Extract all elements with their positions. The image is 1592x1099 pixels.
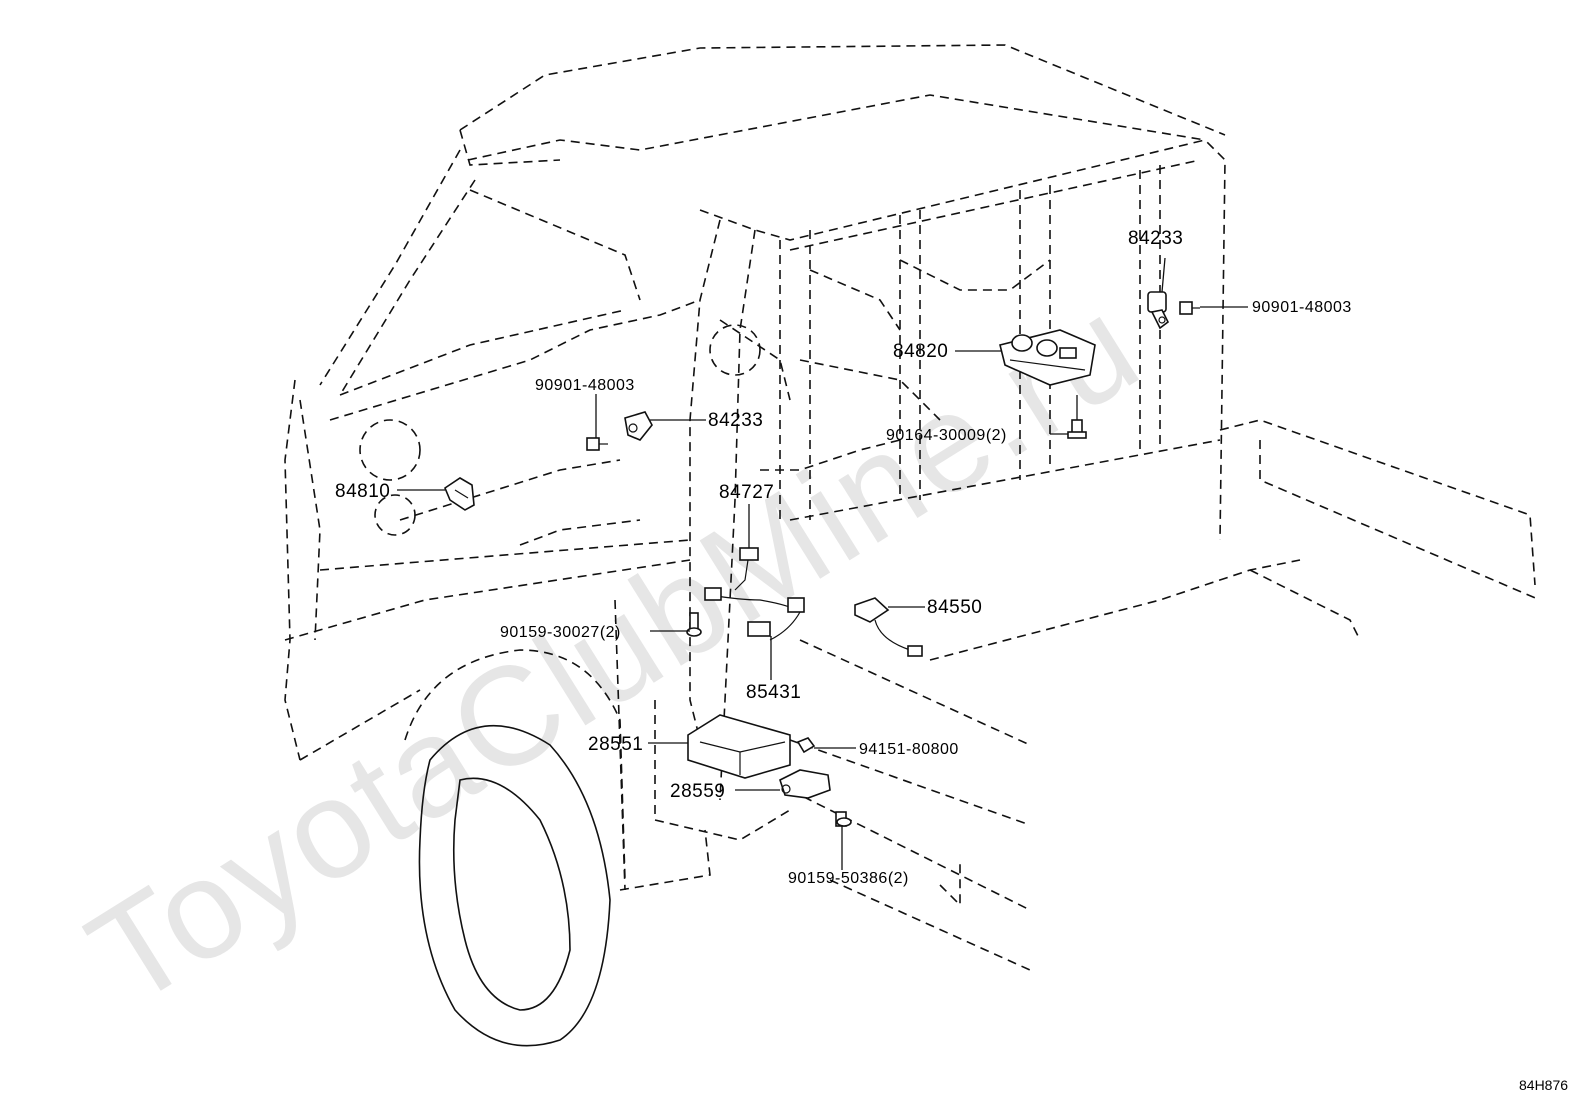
relay-84550	[854, 597, 923, 657]
nut-94151	[796, 737, 816, 754]
label-84727: 84727	[719, 482, 774, 503]
label-90901-48003-left: 90901-48003	[535, 377, 635, 394]
label-84550: 84550	[927, 597, 982, 618]
bolt-right	[1179, 301, 1200, 315]
part-labels: 84233 90901-48003 84820 90164-30009(2) 9…	[335, 228, 1352, 887]
screw-90159-50386	[835, 811, 852, 827]
control-module-28551	[687, 714, 791, 779]
connector-84727	[739, 547, 759, 561]
bolt-left	[586, 437, 608, 451]
label-94151-80800: 94151-80800	[859, 741, 959, 758]
label-84820: 84820	[893, 341, 948, 362]
label-90159-50386: 90159-50386(2)	[788, 870, 909, 887]
door-courtesy-switch-right	[1147, 291, 1170, 330]
screw-90159-30027	[686, 612, 702, 637]
diagram-code: 84H876	[1519, 1077, 1568, 1093]
bracket-28559	[779, 769, 831, 799]
label-90164-30009: 90164-30009(2)	[886, 427, 1007, 444]
label-90901-48003-right: 90901-48003	[1252, 299, 1352, 316]
vehicle-outline	[284, 44, 1541, 1047]
combination-switch-84810	[444, 477, 475, 511]
label-85431: 85431	[746, 682, 801, 703]
parts	[444, 291, 1200, 827]
door-courtesy-switch-left	[624, 411, 653, 441]
label-90159-30027: 90159-30027(2)	[500, 624, 621, 641]
label-84233-top: 84233	[1128, 228, 1183, 249]
label-28559: 28559	[670, 781, 725, 802]
leader-lines	[397, 257, 1248, 870]
label-84233-left: 84233	[708, 410, 763, 431]
label-84810: 84810	[335, 481, 390, 502]
label-28551: 28551	[588, 734, 643, 755]
wire-harness-85431	[704, 559, 805, 641]
power-window-master-switch	[999, 329, 1096, 386]
